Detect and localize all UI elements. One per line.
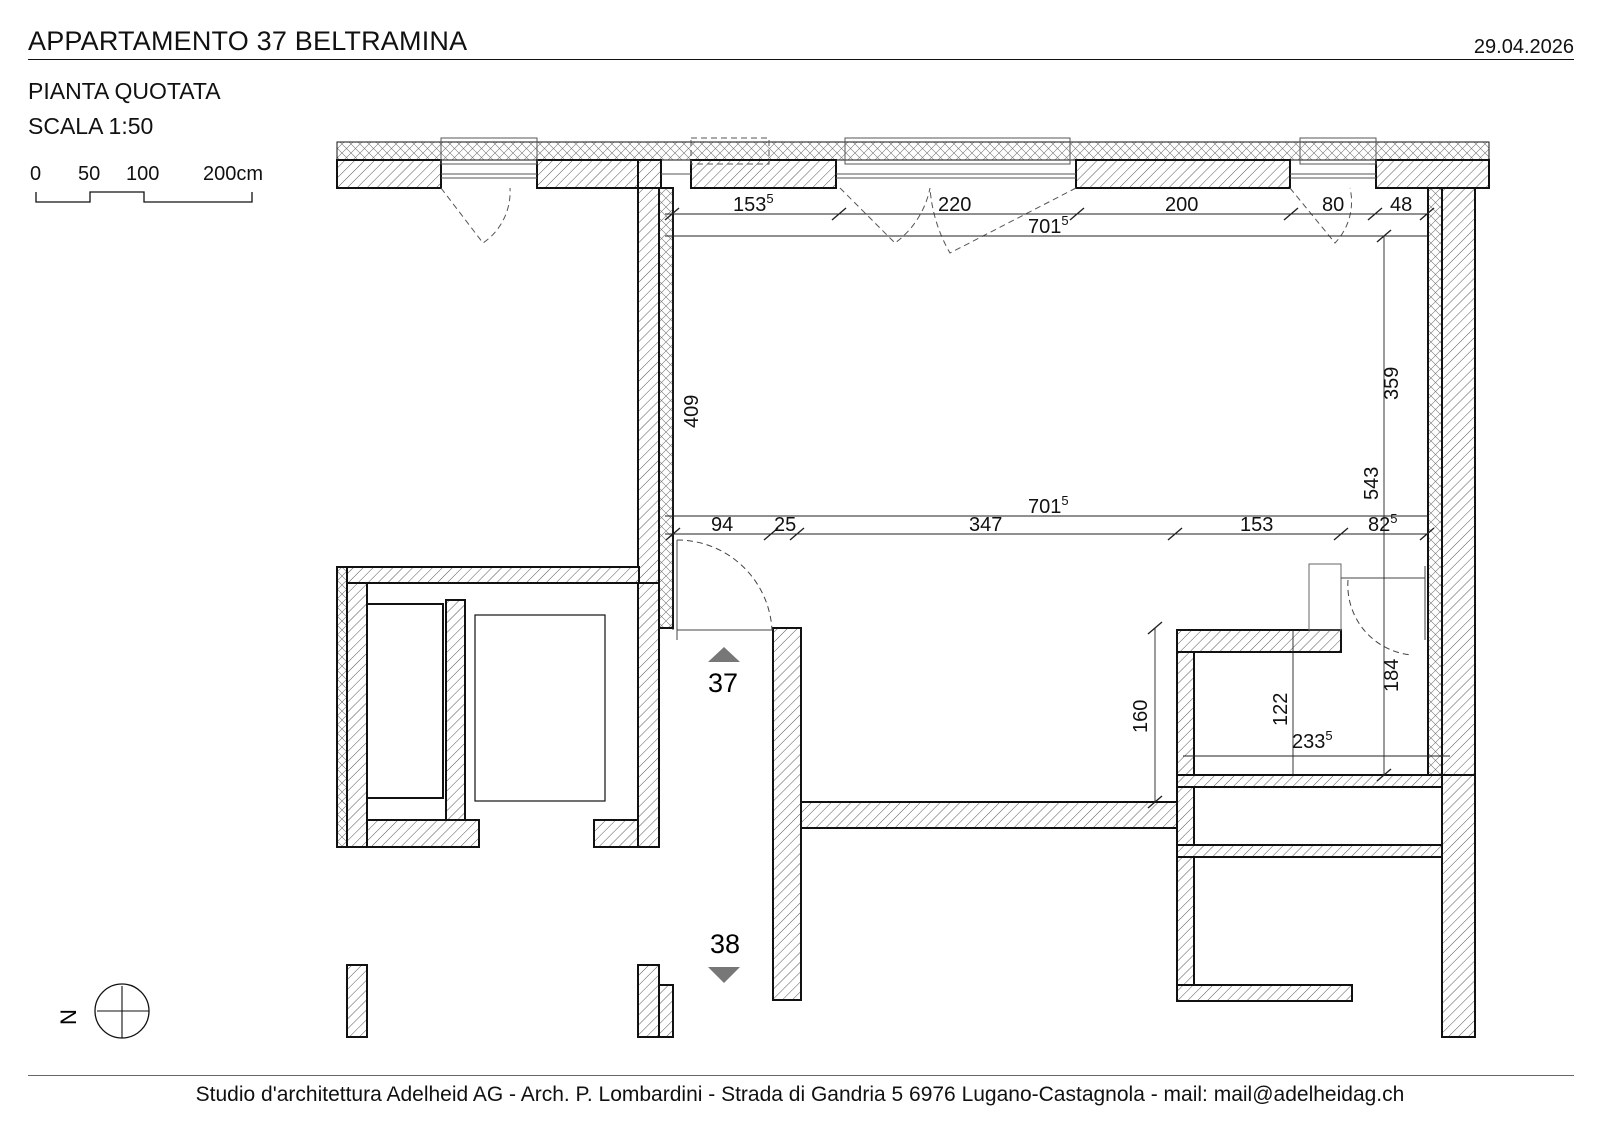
dim-mid-2: 25	[774, 514, 796, 536]
drawing-scale: SCALA 1:50	[28, 113, 154, 139]
walls	[336, 159, 1490, 1038]
wall-right-lower	[1441, 774, 1476, 1038]
dim-bath-inner: 122	[1270, 693, 1292, 726]
drawing-type: PIANTA QUOTATA	[28, 78, 221, 104]
wall-right-insulation	[1427, 187, 1443, 776]
north-label: N	[56, 1009, 81, 1025]
storage-room-b	[474, 614, 606, 802]
dim-mid-4: 153	[1240, 514, 1273, 536]
facade-insulation	[336, 141, 1490, 161]
dim-right-upper: 359	[1381, 367, 1403, 400]
wall-storage-right	[637, 582, 660, 848]
wall-stub	[658, 984, 674, 1038]
wall-segment	[536, 159, 639, 189]
dim-top-4: 80	[1322, 194, 1344, 216]
storage-room-a	[366, 603, 444, 799]
dim-bath-width: 2335	[1292, 728, 1333, 753]
scale-label-0: 0	[30, 163, 41, 185]
wall-lower-bottom	[1176, 984, 1353, 1002]
wall-segment	[690, 159, 837, 189]
dimension-texts: 1535 220 200 80 48 7015 7015 94 25 347 1…	[681, 191, 1412, 753]
wall-stub	[346, 964, 368, 1038]
wall-stub	[637, 964, 660, 1038]
wall-bath-left	[1176, 651, 1195, 1001]
north-arrow: N	[56, 983, 150, 1039]
dimension-lines	[664, 188, 1450, 809]
wall-storage-bottom	[366, 819, 480, 848]
wardrobe-niche	[1193, 786, 1443, 846]
dim-mid-3: 347	[969, 514, 1002, 536]
wall-segment	[1075, 159, 1291, 189]
unit-marker-37: 37	[708, 647, 740, 698]
wall-segment	[1375, 159, 1490, 189]
footer-divider	[28, 1075, 1574, 1076]
unit-label-38: 38	[710, 929, 740, 959]
dim-mid-total: 7015	[1028, 493, 1069, 518]
wall-left	[637, 187, 660, 629]
dim-top-5: 48	[1390, 194, 1412, 216]
dim-right-lower: 184	[1381, 659, 1403, 692]
dim-mid-1: 94	[711, 514, 733, 536]
doors	[676, 539, 1426, 656]
wall-segment	[336, 159, 442, 189]
window	[440, 137, 538, 165]
wall-corridor	[772, 627, 802, 1001]
window	[844, 137, 1071, 165]
wall-lower-h	[1176, 844, 1443, 858]
footer-text: Studio d'architettura Adelheid AG - Arch…	[195, 1083, 1405, 1106]
wall-storage-left	[346, 582, 368, 848]
scale-bar: 0 50 100 200cm	[30, 163, 263, 203]
wall-right	[1441, 187, 1476, 776]
window	[690, 137, 770, 165]
wall-segment	[637, 159, 662, 189]
unit-label-37: 37	[708, 668, 738, 698]
scale-label-50: 50	[78, 163, 100, 185]
wall-storage-top	[336, 566, 640, 584]
scale-label-100: 100	[126, 163, 159, 185]
dim-top-2: 220	[938, 194, 971, 216]
dim-top-total: 7015	[1028, 213, 1069, 238]
page-title: APPARTAMENTO 37 BELTRAMINA	[28, 26, 468, 56]
window	[1299, 137, 1377, 165]
scale-label-200: 200cm	[203, 163, 263, 185]
dim-right-total: 543	[1361, 467, 1383, 500]
dim-mid-5: 825	[1368, 511, 1397, 536]
windows	[440, 137, 1377, 254]
drawing-date: 29.04.2026	[1473, 36, 1574, 58]
wall-storage-mid	[445, 599, 466, 821]
dim-bath-height: 160	[1130, 700, 1152, 733]
wall-left-insulation	[658, 187, 674, 629]
header-divider	[28, 59, 1574, 60]
wall-bath-bottom	[1176, 774, 1443, 788]
dim-top-1: 1535	[733, 191, 774, 216]
wall-bath-top	[1176, 629, 1342, 653]
dim-top-3: 200	[1165, 194, 1198, 216]
dim-left-height: 409	[681, 395, 703, 428]
wall-storage-left-ins	[336, 566, 348, 848]
unit-marker-38: 38	[708, 929, 740, 983]
wall-corridor-h	[800, 801, 1178, 829]
